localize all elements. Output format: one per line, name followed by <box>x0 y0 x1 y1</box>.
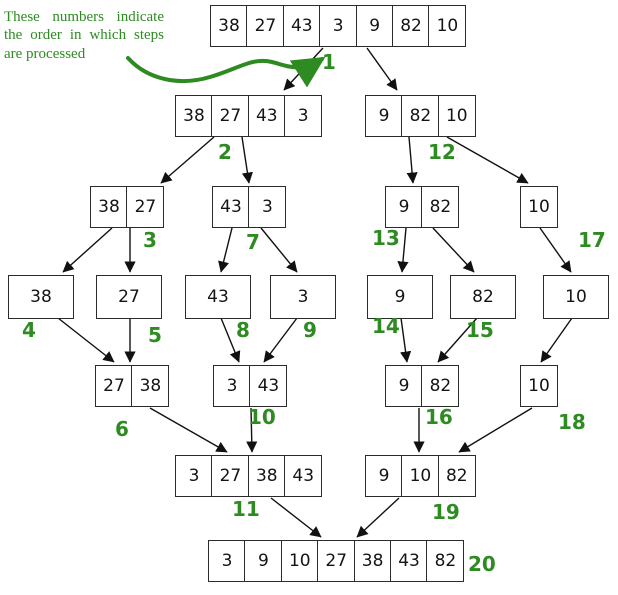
step-label-4: 4 <box>22 318 36 342</box>
array-cell: 38 <box>90 186 128 228</box>
array-cell: 38 <box>247 455 286 497</box>
array-cell: 27 <box>96 275 162 319</box>
step-label-3: 3 <box>143 228 157 252</box>
array-cell: 43 <box>284 455 323 497</box>
array-cell: 9 <box>385 365 423 407</box>
annotation-text: These numbers indicate the order in whic… <box>4 9 164 62</box>
array-cell: 43 <box>247 95 286 137</box>
array-cell: 82 <box>401 95 440 137</box>
step-label-19: 19 <box>432 500 460 524</box>
array-cell: 27 <box>246 5 285 47</box>
array-node-l1-left: 38 27 43 3 <box>175 95 323 137</box>
array-cell: 9 <box>365 455 403 497</box>
step-label-9: 9 <box>303 318 317 342</box>
array-cell: 82 <box>437 455 476 497</box>
array-node-l2-c: 9 82 <box>385 186 460 228</box>
array-node-leaf-9: 9 <box>367 275 433 319</box>
array-cell: 82 <box>421 365 460 407</box>
array-cell: 10 <box>543 275 609 319</box>
array-node-merge-3-43: 3 43 <box>213 365 288 407</box>
array-node-merge-sorted-left: 3 27 38 43 <box>175 455 323 497</box>
array-cell: 43 <box>212 186 250 228</box>
array-cell: 10 <box>280 540 319 582</box>
array-cell: 82 <box>426 540 465 582</box>
step-label-10: 10 <box>248 405 276 429</box>
array-node-leaf-82: 82 <box>450 275 516 319</box>
array-node-leaf-3: 3 <box>270 275 336 319</box>
array-cell: 43 <box>282 5 321 47</box>
array-cell: 27 <box>95 365 133 407</box>
array-cell: 43 <box>185 275 251 319</box>
step-label-18: 18 <box>558 410 586 434</box>
array-cell: 9 <box>244 540 283 582</box>
array-cell: 9 <box>385 186 423 228</box>
array-node-leaf-38: 38 <box>8 275 74 319</box>
array-cell: 82 <box>421 186 460 228</box>
step-label-2: 2 <box>218 140 232 164</box>
array-cell: 3 <box>270 275 336 319</box>
array-cell: 3 <box>284 95 323 137</box>
step-label-14: 14 <box>372 314 400 338</box>
step-label-1: 1 <box>322 50 336 74</box>
array-node-l1-right: 9 82 10 <box>365 95 476 137</box>
array-node-merge-sorted-right: 9 10 82 <box>365 455 476 497</box>
array-cell: 27 <box>317 540 356 582</box>
array-cell: 10 <box>520 186 558 228</box>
step-label-12: 12 <box>428 140 456 164</box>
array-node-leaf-27: 27 <box>96 275 162 319</box>
array-cell: 43 <box>249 365 288 407</box>
array-cell: 10 <box>401 455 440 497</box>
step-label-15: 15 <box>466 318 494 342</box>
array-node-merge-10: 10 <box>520 365 558 407</box>
array-cell: 10 <box>520 365 558 407</box>
array-cell: 82 <box>392 5 431 47</box>
array-cell: 3 <box>319 5 358 47</box>
array-node-l2-a: 38 27 <box>90 186 165 228</box>
array-cell: 27 <box>211 95 250 137</box>
array-cell: 3 <box>208 540 246 582</box>
step-label-13: 13 <box>372 226 400 250</box>
step-label-20: 20 <box>468 552 496 576</box>
array-node-leaf-10: 10 <box>543 275 609 319</box>
array-cell: 38 <box>353 540 392 582</box>
array-node-merge-9-82: 9 82 <box>385 365 460 407</box>
array-node-final: 3 9 10 27 38 43 82 <box>208 540 465 582</box>
array-cell: 3 <box>175 455 213 497</box>
array-cell: 9 <box>355 5 394 47</box>
step-label-8: 8 <box>236 318 250 342</box>
array-cell: 38 <box>8 275 74 319</box>
array-node-l2-b: 43 3 <box>212 186 287 228</box>
step-label-5: 5 <box>148 323 162 347</box>
array-cell: 43 <box>390 540 429 582</box>
array-cell: 38 <box>131 365 170 407</box>
array-node-leaf-43: 43 <box>185 275 251 319</box>
array-cell: 9 <box>365 95 403 137</box>
step-label-7: 7 <box>246 230 260 254</box>
step-label-16: 16 <box>425 405 453 429</box>
array-cell: 10 <box>437 95 476 137</box>
step-label-17: 17 <box>578 228 606 252</box>
array-node-merge-27-38: 27 38 <box>95 365 170 407</box>
array-cell: 38 <box>210 5 248 47</box>
array-cell: 27 <box>211 455 250 497</box>
array-cell: 27 <box>126 186 165 228</box>
array-node-root: 38 27 43 3 9 82 10 <box>210 5 467 47</box>
array-cell: 82 <box>450 275 516 319</box>
step-label-6: 6 <box>115 417 129 441</box>
array-cell: 3 <box>213 365 251 407</box>
array-cell: 3 <box>248 186 287 228</box>
array-cell: 9 <box>367 275 433 319</box>
step-label-11: 11 <box>232 497 260 521</box>
array-cell: 38 <box>175 95 213 137</box>
array-node-l2-d: 10 <box>520 186 558 228</box>
array-cell: 10 <box>428 5 467 47</box>
